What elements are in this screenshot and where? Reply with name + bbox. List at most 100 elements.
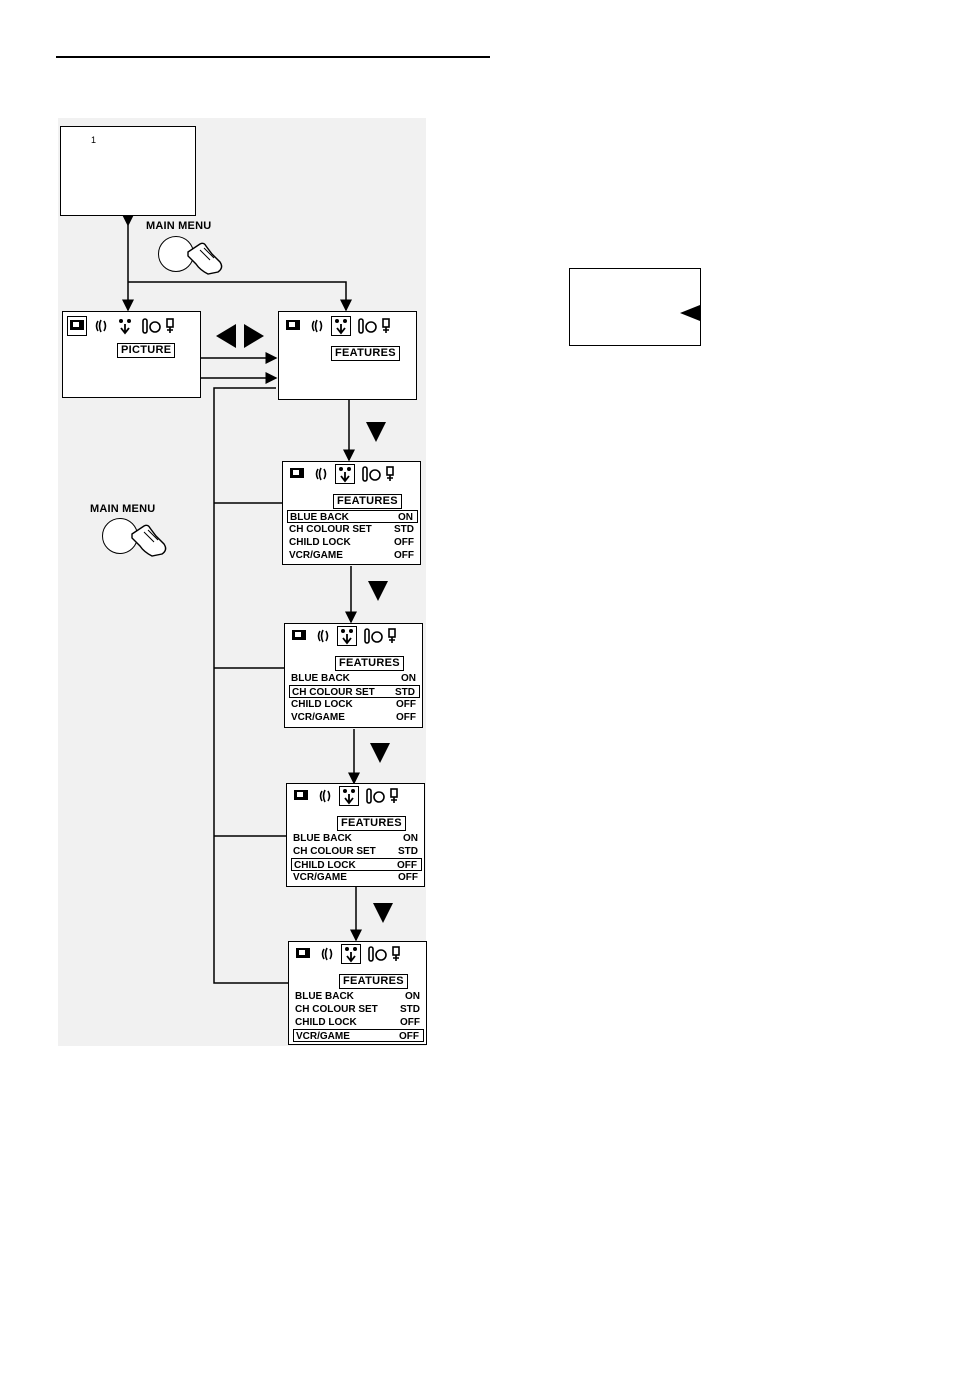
timer-icon[interactable]: [141, 318, 161, 334]
features-tab[interactable]: FEATURES: [337, 816, 406, 831]
setup-icon[interactable]: [387, 628, 403, 644]
features-icon[interactable]: [339, 786, 359, 806]
picture-tab[interactable]: PICTURE: [117, 343, 176, 358]
menu-item-label: BLUE BACK: [290, 512, 349, 523]
features-icon[interactable]: [331, 316, 351, 336]
menu-item-label: BLUE BACK: [293, 833, 352, 844]
features-icon[interactable]: [341, 944, 361, 964]
menu-item[interactable]: CH COLOUR SET STD: [293, 1003, 424, 1016]
main-menu-label: MAIN MENU: [90, 503, 156, 515]
diagram-panel: [58, 118, 426, 1046]
menu-item-label: VCR/GAME: [296, 1031, 350, 1042]
picture-icon[interactable]: [289, 466, 305, 482]
features-tab[interactable]: FEATURES: [335, 656, 404, 671]
features-tab[interactable]: FEATURES: [339, 974, 408, 989]
menu-icon-bar: [291, 626, 411, 646]
menu-item-label: CHILD LOCK: [289, 537, 351, 548]
setup-icon[interactable]: [389, 788, 405, 804]
menu-item-value: OFF: [396, 712, 416, 723]
menu-item-value: ON: [403, 833, 418, 844]
menu-item-value: OFF: [394, 537, 414, 548]
picture-icon[interactable]: [293, 788, 309, 804]
picture-icon[interactable]: [285, 318, 301, 334]
pointer-left-icon: [680, 305, 700, 321]
main-menu-label: MAIN MENU: [146, 220, 212, 232]
menu-item[interactable]: CHILD LOCK OFF: [291, 858, 422, 871]
features-tab[interactable]: FEATURES: [331, 346, 400, 361]
sound-icon[interactable]: [319, 946, 335, 962]
pointing-hand-icon: [187, 242, 223, 275]
sound-icon[interactable]: [317, 788, 333, 804]
sound-icon[interactable]: [93, 318, 109, 334]
menu-item-label: VCR/GAME: [291, 712, 345, 723]
setup-icon[interactable]: [381, 318, 397, 334]
menu-icon-bar: [285, 316, 405, 336]
menu-item-label: VCR/GAME: [293, 872, 347, 883]
down-arrow-icon: [370, 743, 390, 763]
setup-icon[interactable]: [385, 466, 401, 482]
features-icon[interactable]: [117, 318, 133, 335]
menu-item[interactable]: CH COLOUR SET STD: [287, 523, 418, 536]
timer-icon[interactable]: [367, 946, 387, 962]
menu-item-label: VCR/GAME: [289, 550, 343, 561]
menu-item-label: CHILD LOCK: [294, 860, 356, 871]
sound-icon[interactable]: [309, 318, 325, 334]
menu-item-label: BLUE BACK: [291, 673, 350, 684]
down-arrow-icon: [366, 422, 386, 442]
timer-icon[interactable]: [365, 788, 385, 804]
picture-icon[interactable]: [295, 946, 311, 962]
menu-item[interactable]: BLUE BACK ON: [291, 832, 422, 845]
features-menu-list: BLUE BACK ON CH COLOUR SET STD CHILD LOCK OFF…: [287, 510, 418, 562]
picture-icon[interactable]: [291, 628, 307, 644]
menu-item-value: OFF: [394, 550, 414, 561]
timer-icon[interactable]: [363, 628, 383, 644]
menu-item[interactable]: CHILD LOCK OFF: [293, 1016, 424, 1029]
menu-item-value: OFF: [399, 1031, 419, 1042]
menu-item-label: CH COLOUR SET: [295, 1004, 378, 1015]
timer-icon[interactable]: [361, 466, 381, 482]
menu-item-value: ON: [398, 512, 413, 523]
menu-item-value: OFF: [396, 699, 416, 710]
picture-icon[interactable]: [67, 316, 87, 336]
sound-icon[interactable]: [315, 628, 331, 644]
menu-item[interactable]: VCR/GAME OFF: [291, 871, 422, 884]
features-icon[interactable]: [335, 464, 355, 484]
menu-item-value: STD: [398, 846, 418, 857]
setup-icon[interactable]: [165, 318, 181, 334]
down-arrow-icon: [373, 903, 393, 923]
menu-item[interactable]: VCR/GAME OFF: [293, 1029, 424, 1042]
menu-item[interactable]: BLUE BACK ON: [287, 510, 418, 523]
features-tab[interactable]: FEATURES: [333, 494, 402, 509]
menu-item[interactable]: VCR/GAME OFF: [287, 549, 418, 562]
side-screen: [569, 268, 701, 346]
menu-item-value: STD: [400, 1004, 420, 1015]
down-arrow-icon: [368, 581, 388, 601]
menu-item-label: CH COLOUR SET: [289, 524, 372, 535]
menu-item[interactable]: VCR/GAME OFF: [289, 711, 420, 724]
pointing-hand-icon: [131, 524, 167, 557]
menu-item-value: STD: [395, 687, 415, 698]
features-icon[interactable]: [337, 626, 357, 646]
setup-icon[interactable]: [391, 946, 407, 962]
menu-item-value: OFF: [397, 860, 417, 871]
menu-item-value: OFF: [400, 1017, 420, 1028]
menu-item-label: CHILD LOCK: [295, 1017, 357, 1028]
sound-icon[interactable]: [313, 466, 329, 482]
menu-icon-bar: [295, 944, 415, 964]
tv-screen: 1: [60, 126, 196, 216]
menu-icon-bar: [293, 786, 413, 806]
menu-item-value: STD: [394, 524, 414, 535]
timer-icon[interactable]: [357, 318, 377, 334]
menu-item[interactable]: CHILD LOCK OFF: [287, 536, 418, 549]
menu-item-value: OFF: [398, 872, 418, 883]
